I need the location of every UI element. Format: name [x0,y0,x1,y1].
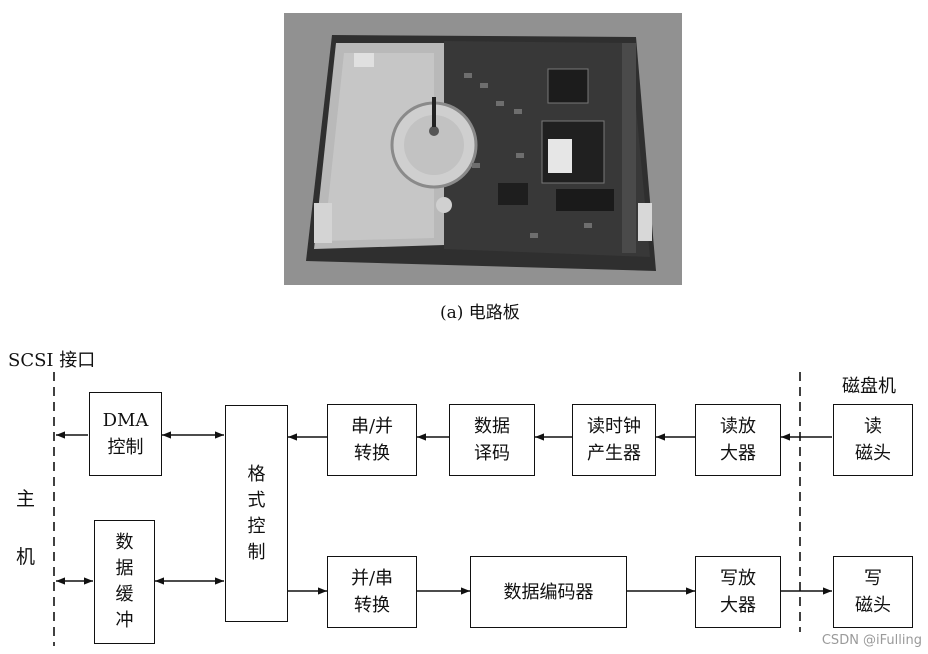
read-amplifier-block: 读放 大器 [695,404,781,476]
circuit-board-photo [284,13,682,285]
parallel-to-serial-block: 并/串 转换 [327,556,417,628]
data-buffer-block: 数 据 缓 冲 [94,520,155,644]
serial-to-parallel-block: 串/并 转换 [327,404,417,476]
write-amplifier-block: 写放 大器 [695,556,781,628]
host-label-char-2: 机 [16,546,36,568]
format-control-block: 格 式 控 制 [225,405,288,622]
photo-caption: (a) 电路板 [440,303,520,323]
write-head-block: 写 磁头 [833,556,913,628]
read-head-block: 读 磁头 [833,404,913,476]
data-encoder-block: 数据编码器 [470,556,627,628]
data-decode-block: 数据 译码 [449,404,535,476]
read-clock-generator-block: 读时钟 产生器 [572,404,656,476]
dma-control-block: DMA 控制 [89,392,162,476]
disk-machine-label: 磁盘机 [842,376,896,397]
scsi-interface-label: SCSI 接口 [8,350,96,371]
host-label-char-1: 主 [16,488,36,510]
watermark: CSDN @iFulling [821,633,922,648]
